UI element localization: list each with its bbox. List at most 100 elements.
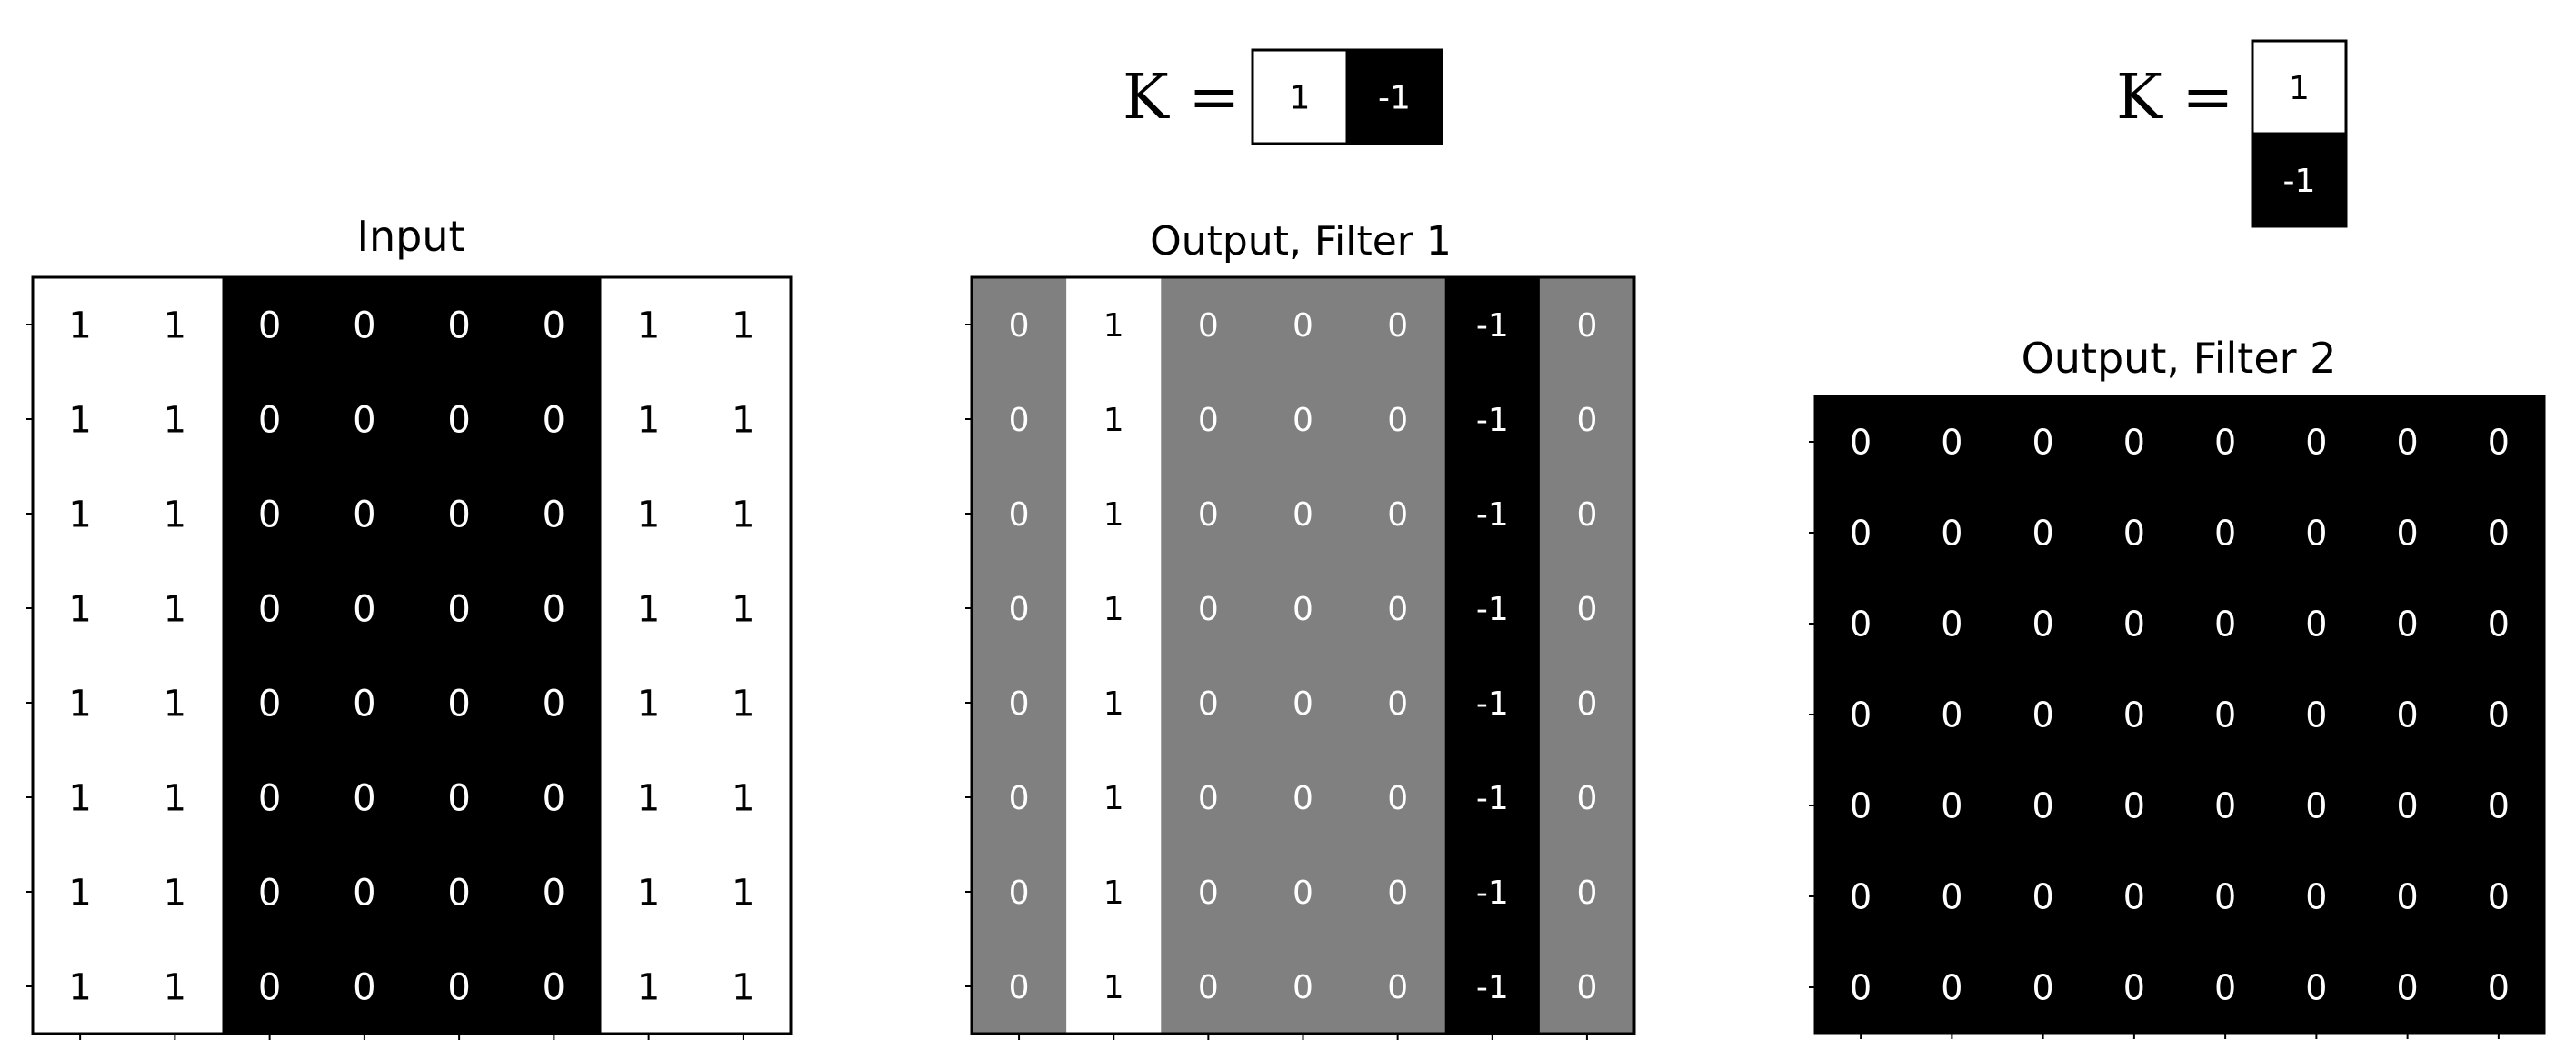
output-2-cell-value: 0 — [2397, 695, 2419, 735]
input-cell — [695, 845, 792, 940]
output-2-cell — [2361, 396, 2454, 488]
kernel-1: K = 1-1 — [1123, 48, 1443, 145]
output-2-cell — [2271, 578, 2363, 670]
output-1-cell — [972, 372, 1067, 467]
output-1-cell-value: 0 — [1009, 591, 1030, 628]
output-1-cell — [1255, 845, 1352, 940]
kernel-1-cells: 1-1 — [1251, 48, 1443, 145]
output-2-cell-value: 0 — [2214, 968, 2236, 1008]
input-cell — [695, 466, 792, 562]
output-1-cell — [1255, 750, 1352, 845]
output-1-cell — [1350, 845, 1446, 940]
output-1-cell — [1444, 561, 1541, 656]
input-cell-value: 0 — [353, 305, 375, 346]
input-cell-value: 0 — [353, 872, 375, 914]
output-1-cell — [1444, 750, 1541, 845]
output-1-cell-value: 1 — [1103, 591, 1124, 628]
output-2-cell — [2088, 760, 2181, 852]
output-2-cell-value: 0 — [1850, 605, 1872, 645]
output-2-cell — [1815, 487, 1907, 579]
input-cell-value: 0 — [447, 777, 470, 819]
kernel-1-cell-value: 1 — [1290, 79, 1311, 116]
output-2-cell-value: 0 — [2032, 877, 2054, 917]
input-cell — [695, 939, 792, 1035]
output-1-cell-value: 0 — [1576, 875, 1597, 912]
output-2-cell — [2180, 669, 2271, 761]
kernel-2-cell — [2251, 132, 2348, 228]
output-2-cell-value: 0 — [2488, 695, 2510, 735]
output-2-cell-value: 0 — [1941, 423, 1962, 463]
output-2-title: Output, Filter 2 — [2022, 334, 2337, 383]
output-2-cell — [1997, 851, 2090, 943]
kernel-1-label: K = — [1123, 62, 1240, 134]
input-cell — [316, 561, 413, 656]
output-1-cell — [972, 655, 1067, 751]
input-cell-value: 0 — [258, 683, 281, 725]
input-cell — [316, 277, 413, 373]
input-cell — [601, 750, 697, 845]
input-cell — [33, 466, 128, 562]
output-1-cell-value: 0 — [1293, 875, 1313, 912]
input-cell-value: 0 — [447, 872, 470, 914]
input-title: Input — [356, 212, 464, 261]
input-cell — [316, 939, 413, 1035]
input-cell — [33, 655, 128, 751]
input-cell — [506, 372, 603, 467]
output-1-cell — [972, 466, 1067, 562]
output-2-cell — [2452, 760, 2545, 852]
output-2-cell — [1906, 396, 1999, 488]
input-cell — [127, 655, 224, 751]
output-1-cell-value: 1 — [1103, 496, 1124, 534]
input-cell-value: 0 — [447, 966, 470, 1008]
output-2-cell-value: 0 — [2488, 786, 2510, 826]
input-cell — [33, 277, 128, 373]
output-1-cell-value: 1 — [1103, 402, 1124, 439]
output-2-cell-value: 0 — [2123, 695, 2145, 735]
input-cell-value: 0 — [543, 777, 565, 819]
output-1-cell — [1539, 561, 1635, 656]
input-cell — [316, 750, 413, 845]
output-2-cell-value: 0 — [2123, 514, 2145, 554]
output-1-cell-value: 0 — [1387, 402, 1408, 439]
output-1-cell-value: 0 — [1009, 402, 1030, 439]
output-2-cell — [2361, 851, 2454, 943]
input-cell — [33, 750, 128, 845]
output-1-cell-value: -1 — [1476, 780, 1509, 817]
input-cell — [695, 372, 792, 467]
input-cell — [33, 939, 128, 1035]
input-cell-value: 1 — [68, 588, 91, 630]
input-cell — [222, 750, 318, 845]
output-2-cell — [2452, 487, 2545, 579]
input-cell-value: 0 — [353, 683, 375, 725]
output-2-cell — [1906, 487, 1999, 579]
output-1-cell — [1539, 372, 1635, 467]
output-1-cell — [1161, 939, 1257, 1035]
output-1-cell — [1066, 372, 1162, 467]
output-1-cell — [1539, 750, 1635, 845]
output-1-cell — [1350, 277, 1446, 373]
output-1-cell-value: 0 — [1009, 307, 1030, 345]
input-cell-value: 1 — [164, 588, 186, 630]
output-1-cell — [1161, 845, 1257, 940]
output-1-cell — [1161, 750, 1257, 845]
input-cell — [33, 845, 128, 940]
output-1-cell — [1350, 561, 1446, 656]
output-2-cell — [1815, 669, 1907, 761]
output-1-cell — [1066, 939, 1162, 1035]
output-1-cell-value: -1 — [1476, 969, 1509, 1006]
input-cell — [316, 845, 413, 940]
output-1-cell-value: 0 — [1576, 591, 1597, 628]
output-2-cell-value: 0 — [2214, 786, 2236, 826]
input-cell — [33, 372, 128, 467]
output-2-cell — [1815, 851, 1907, 943]
kernel-2: K = 1-1 — [2116, 39, 2348, 228]
output-2-cell-value: 0 — [1850, 514, 1872, 554]
input-cell — [601, 845, 697, 940]
output-2-cell-value: 0 — [2488, 423, 2510, 463]
input-cell-value: 0 — [447, 494, 470, 535]
input-cell — [506, 561, 603, 656]
kernel-2-cell-value: -1 — [2283, 163, 2316, 200]
output-1-cell-value: 0 — [1198, 402, 1219, 439]
output-2-cell-value: 0 — [2305, 605, 2327, 645]
